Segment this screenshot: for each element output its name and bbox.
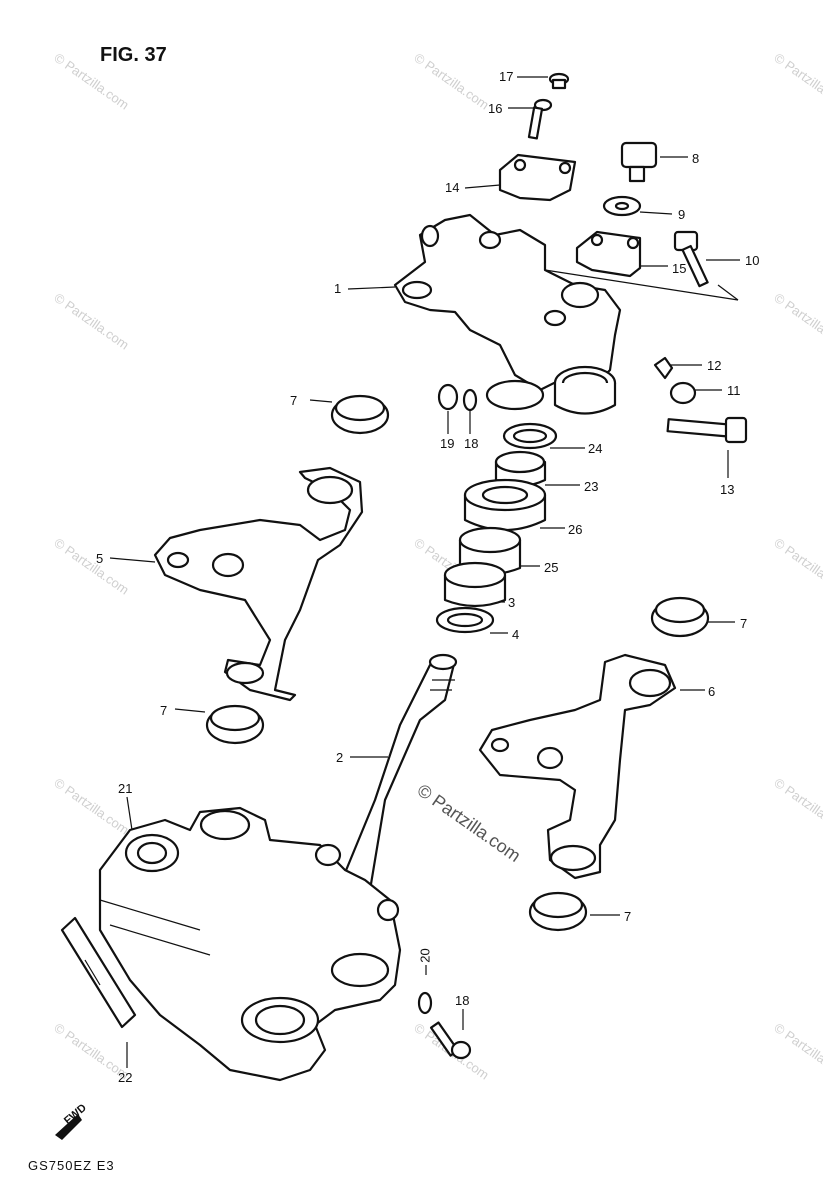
callout-26: 26 bbox=[568, 522, 583, 537]
callout-2: 2 bbox=[336, 750, 344, 765]
part-15-nut bbox=[437, 383, 459, 411]
callout-15: 19 bbox=[440, 436, 455, 451]
fwd-arrow-icon bbox=[55, 1114, 82, 1140]
part-11-cap-nut bbox=[669, 381, 697, 405]
callout-1: 1 bbox=[334, 281, 342, 296]
part-2-steering-stem bbox=[338, 653, 458, 892]
callout-3: 3 bbox=[508, 595, 516, 610]
callout-7: 7 bbox=[740, 616, 748, 631]
part-26-bearing bbox=[463, 478, 547, 532]
callout-24: 24 bbox=[588, 441, 603, 456]
callout-8: 8 bbox=[692, 151, 700, 166]
callout-4: 4 bbox=[512, 627, 520, 642]
callout-21: 21 bbox=[118, 781, 133, 796]
part-5-left-bracket bbox=[153, 466, 364, 702]
callout-16: 18 bbox=[455, 993, 470, 1008]
callout-7: 7 bbox=[624, 909, 632, 924]
part-22-plate bbox=[60, 916, 137, 1029]
callout-19: 16 bbox=[488, 101, 503, 116]
part-1-upper-bracket bbox=[393, 213, 622, 392]
callout-9: 9 bbox=[678, 207, 686, 222]
callout-12: 12 bbox=[707, 358, 722, 373]
part-18-upper-clamp bbox=[498, 153, 577, 202]
part-16-bolt bbox=[429, 1021, 472, 1060]
callout-25: 25 bbox=[544, 560, 559, 575]
part-4-seal bbox=[435, 606, 495, 634]
callout-11: 11 bbox=[727, 383, 741, 398]
part-8-cap-bolt bbox=[620, 141, 658, 183]
callout-10: 10 bbox=[745, 253, 760, 268]
callout-7: 7 bbox=[160, 703, 168, 718]
part-21-lower-bracket bbox=[98, 806, 402, 1082]
callout-20: 17 bbox=[499, 69, 514, 84]
callout-22: 22 bbox=[118, 1070, 133, 1085]
figure-title: FIG. 37 bbox=[100, 44, 167, 66]
part-7-grommet-a bbox=[330, 394, 390, 435]
part-collar bbox=[485, 365, 617, 415]
callout-13: 13 bbox=[720, 482, 735, 497]
part-7-grommet-c bbox=[205, 704, 265, 745]
callout-7: 7 bbox=[290, 393, 298, 408]
part-17-washer bbox=[417, 991, 433, 1015]
part-14-washer bbox=[462, 388, 478, 412]
part-20-cap bbox=[548, 72, 570, 90]
callout-17: 20 bbox=[417, 948, 433, 963]
callout-23: 23 bbox=[584, 479, 599, 494]
part-24-nut bbox=[502, 422, 558, 450]
part-18-lower-clamp bbox=[575, 230, 642, 278]
model-code: GS750EZ E3 bbox=[28, 1158, 115, 1173]
part-9-washer bbox=[602, 195, 642, 217]
part-6-right-bracket bbox=[478, 653, 677, 880]
callout-5: 5 bbox=[96, 551, 104, 566]
part-3-bearing bbox=[443, 561, 507, 608]
callout-6: 6 bbox=[708, 684, 716, 699]
part-7-grommet-d bbox=[528, 891, 588, 932]
part-19-bolt bbox=[527, 98, 553, 140]
callout-14: 18 bbox=[464, 436, 479, 451]
part-13-bolt bbox=[666, 416, 748, 444]
part-12-nut bbox=[653, 356, 674, 380]
part-10-bolt bbox=[673, 230, 709, 288]
part-7-grommet-b bbox=[650, 596, 710, 638]
callout-18: 15 bbox=[672, 261, 687, 276]
part-25-race bbox=[458, 526, 522, 576]
callout-18: 14 bbox=[445, 180, 460, 195]
part-23-washer bbox=[494, 450, 547, 488]
